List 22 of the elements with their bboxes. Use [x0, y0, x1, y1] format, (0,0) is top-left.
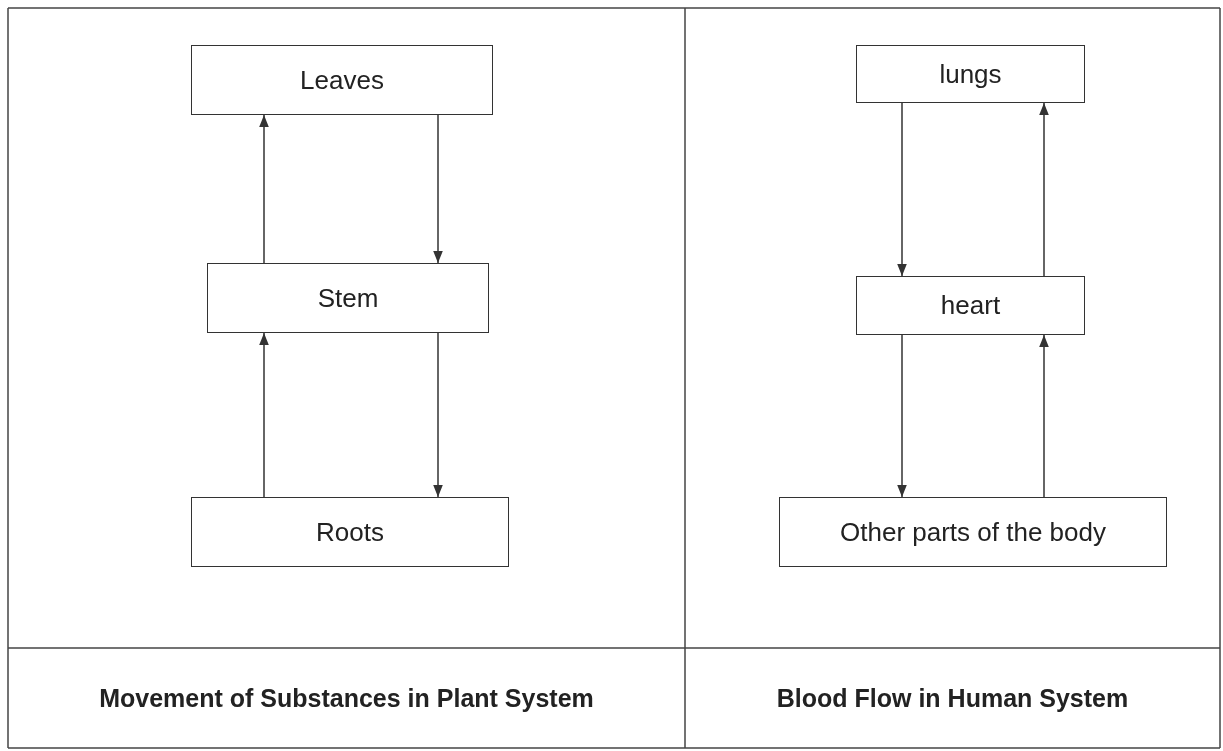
arrow [259, 332, 269, 498]
arrow [897, 102, 907, 277]
node-label: Stem [317, 282, 379, 314]
process-box [779, 497, 1167, 567]
arrow [897, 334, 907, 498]
node-label: heart [940, 290, 1001, 321]
arrow [433, 332, 443, 498]
process-box [856, 45, 1085, 103]
process-box [207, 263, 489, 333]
arrow [259, 114, 269, 264]
node-label: Other parts of the body [840, 516, 1106, 548]
node-label: lungs [939, 58, 1002, 90]
caption-text: Movement of Substances in Plant System [99, 683, 594, 713]
process-box [191, 497, 509, 567]
process-box [191, 45, 493, 115]
arrow [1039, 334, 1049, 498]
arrow [433, 114, 443, 264]
process-box [856, 276, 1085, 335]
caption-text: Blood Flow in Human System [776, 683, 1129, 713]
arrow [1039, 102, 1049, 277]
node-label: Leaves [300, 64, 384, 96]
node-label: Roots [316, 516, 384, 548]
